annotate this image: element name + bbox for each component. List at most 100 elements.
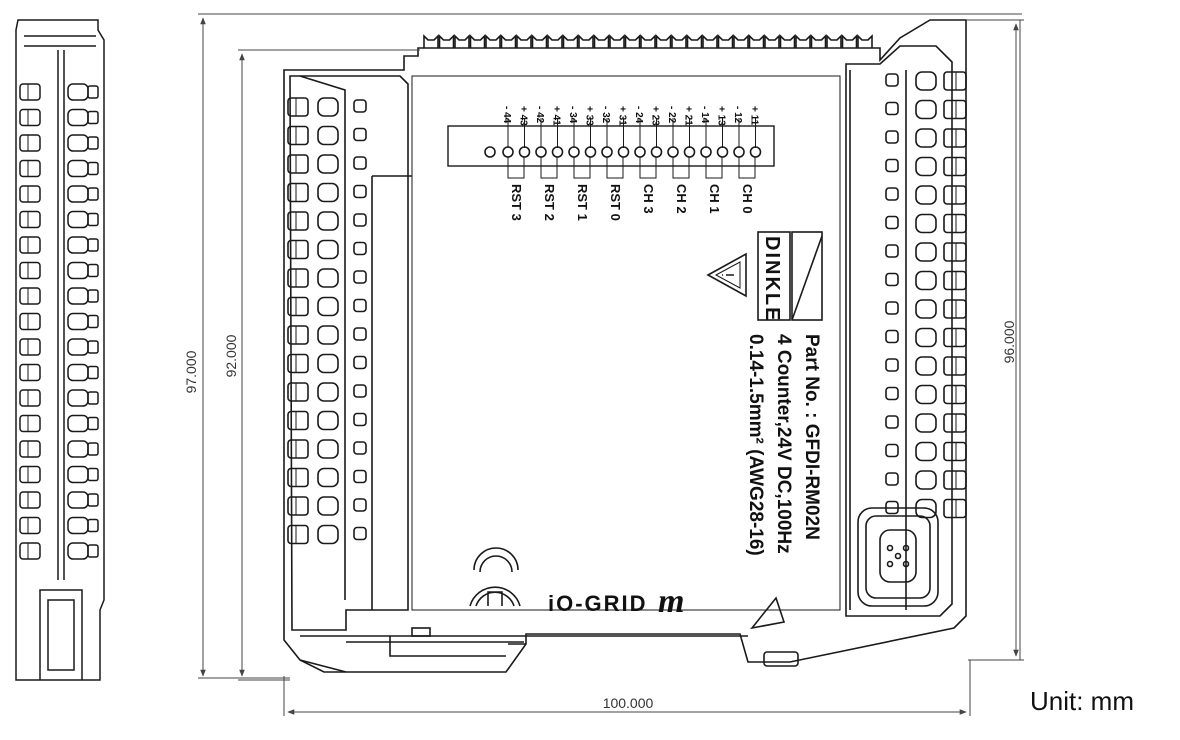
vent-slot <box>943 156 967 177</box>
vent-slot <box>287 296 309 317</box>
side-slot <box>87 289 99 303</box>
vent-slot <box>943 327 967 348</box>
connector-tooth <box>764 34 780 48</box>
vent-slot <box>885 415 899 429</box>
terminal-dot <box>568 146 580 158</box>
terminal-dot <box>700 146 712 158</box>
vent-slot <box>885 329 899 344</box>
vent-slot <box>287 97 309 117</box>
vent-slot <box>317 496 339 516</box>
vent-slot <box>885 101 899 116</box>
vent-slot <box>943 242 967 262</box>
vent-slot <box>915 99 937 120</box>
vent-slot <box>885 443 899 458</box>
vent-slot <box>317 154 339 174</box>
side-slot <box>67 134 89 152</box>
iogrid-logo-text: iO-GRID <box>548 591 648 616</box>
vent-slot <box>915 270 937 291</box>
ground-symbol <box>469 586 521 607</box>
side-slot <box>67 491 89 509</box>
side-slot <box>87 467 99 482</box>
channel-bracket <box>606 157 624 179</box>
side-slot <box>19 83 41 101</box>
side-slot <box>67 440 89 458</box>
side-slot <box>67 287 89 305</box>
vent-slot <box>943 441 967 462</box>
side-slot <box>67 185 89 203</box>
side-slot <box>67 516 89 535</box>
connector-tooth <box>593 34 610 48</box>
vent-slot <box>353 384 367 398</box>
vent-slot <box>885 358 899 372</box>
vent-slot <box>287 154 309 174</box>
connector-tooth <box>469 34 486 48</box>
terminal-pin-label: - 22 <box>666 106 677 124</box>
vent-slot <box>317 382 339 402</box>
vent-slot <box>915 213 937 234</box>
connector-tooth <box>500 34 517 48</box>
side-slot <box>87 518 99 533</box>
side-slot <box>67 159 89 178</box>
connector-tooth <box>810 34 827 48</box>
connector-tooth <box>531 34 548 48</box>
side-slot <box>67 338 89 356</box>
channel-bracket <box>672 157 690 179</box>
vent-slot <box>317 182 339 203</box>
side-slot <box>87 187 99 201</box>
vent-slot <box>353 213 367 227</box>
side-slot <box>19 389 41 407</box>
side-slot <box>87 493 99 507</box>
connector-tooth <box>748 34 765 48</box>
side-slot <box>67 414 89 433</box>
terminal-dot <box>733 146 745 158</box>
connector-tooth <box>717 34 734 48</box>
channel-bracket <box>573 157 591 179</box>
channel-label: RST 3 <box>509 184 524 221</box>
vent-slot <box>943 299 967 319</box>
terminal-dot <box>749 146 762 158</box>
side-slot <box>19 312 41 331</box>
side-slot <box>19 516 41 535</box>
connector-tooth <box>578 34 594 48</box>
terminal-dot <box>535 146 547 158</box>
channel-bracket <box>507 157 525 179</box>
terminal-pin-label: + 33 <box>584 106 595 126</box>
connector-tooth <box>841 34 858 48</box>
dimension-lines <box>198 13 1024 716</box>
side-slot <box>87 238 99 252</box>
side-slot <box>87 110 99 125</box>
side-slot <box>19 440 41 458</box>
side-slot <box>19 210 41 229</box>
vent-slot <box>915 470 937 490</box>
connector-tooth <box>733 34 749 48</box>
channel-label: CH 3 <box>641 184 656 214</box>
vent-slot <box>943 128 967 148</box>
terminal-pin-label: + 41 <box>551 106 562 126</box>
channel-label: RST 0 <box>608 184 623 221</box>
terminal-pin-label: + 13 <box>716 106 727 126</box>
vent-slot <box>885 301 899 315</box>
terminal-dot <box>551 146 564 158</box>
side-slot <box>67 210 89 229</box>
terminal-dot <box>716 146 729 158</box>
vent-slot <box>317 353 339 374</box>
terminal-pin-label: - 34 <box>567 106 578 124</box>
dim-height-inner: 92.000 <box>223 334 239 377</box>
side-slot <box>87 365 99 380</box>
channel-label: CH 1 <box>707 184 722 214</box>
dim-width: 100.000 <box>603 695 654 711</box>
connector-tooth <box>547 34 563 48</box>
vent-slot <box>915 71 937 91</box>
connector-tooth <box>686 34 703 48</box>
terminal-dot <box>502 146 514 158</box>
vent-slot <box>915 242 937 262</box>
side-slot <box>67 389 89 407</box>
vent-slot <box>885 386 899 401</box>
terminal-pin-labels: - 44+ 43- 42+ 41- 34+ 33- 32+ 31- 24+ 23… <box>501 106 760 148</box>
terminal-pin-label: - 14 <box>699 106 710 124</box>
vent-slot <box>943 99 967 120</box>
channel-bracket <box>639 157 657 179</box>
connector-tooth <box>454 34 470 48</box>
terminal-dot <box>683 146 696 158</box>
